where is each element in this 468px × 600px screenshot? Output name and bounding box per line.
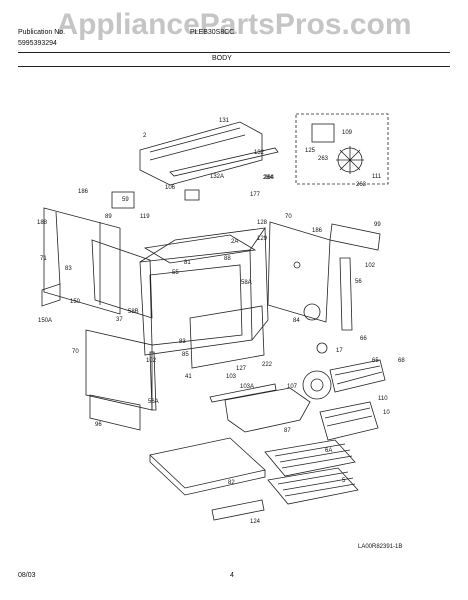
part-label: 59 [122, 197, 129, 203]
part-label: 2 [143, 133, 147, 139]
front-bar [209, 383, 277, 403]
part-label: 58A [241, 280, 252, 286]
part-label: 103 [226, 374, 237, 380]
part-label: 58B [128, 309, 139, 315]
part-label: 124 [250, 519, 261, 525]
part-label: 109 [342, 130, 353, 136]
part-label: 110 [378, 396, 388, 402]
part-label: 82 [228, 480, 235, 486]
part-label: 5 [342, 478, 346, 484]
part-label: 263 [318, 156, 329, 162]
part-label: 284 [263, 175, 274, 181]
section-title: BODY [212, 55, 232, 62]
part-label: 150A [38, 318, 52, 324]
part-label: 107 [287, 384, 298, 390]
part-label: 87 [284, 428, 291, 434]
part-label: 83 [179, 339, 186, 345]
part-label: 186 [312, 228, 323, 234]
part-label: 150 [70, 299, 81, 305]
part-label: 111 [372, 174, 382, 180]
part-label: 119 [140, 214, 150, 220]
inset-box [295, 113, 389, 185]
part-label: 96 [95, 422, 102, 428]
rear-cover [89, 394, 141, 431]
rear-strip [329, 223, 381, 251]
broil-pan [319, 401, 379, 441]
part-label: 85 [182, 352, 189, 358]
part-label: 128 [257, 220, 268, 226]
part-label: 56A [148, 399, 159, 405]
part-label: 55 [172, 270, 179, 276]
vent-strip [169, 147, 279, 177]
part-label: 56 [355, 279, 362, 285]
bracket-150 [41, 283, 61, 307]
part-label: 186 [78, 189, 89, 195]
section-rule [18, 66, 450, 67]
front-trim [211, 499, 265, 521]
part-label: 6A [325, 448, 332, 454]
part-label: 68 [398, 358, 405, 364]
oven-rack-1 [264, 439, 356, 477]
part-label: 222 [262, 362, 273, 368]
part-label: 188 [37, 220, 48, 226]
part-label: 41 [185, 374, 192, 380]
broil-element [329, 359, 386, 393]
header-rule [18, 52, 450, 53]
part-label: 127 [236, 366, 247, 372]
bottom-left-panel [85, 329, 153, 411]
part-label: 264 [264, 175, 275, 181]
part-label: 65 [372, 358, 379, 364]
part-label: 37 [116, 317, 123, 323]
part-label: 10 [383, 410, 390, 416]
convection-fan [302, 370, 332, 400]
insulation-left [91, 239, 153, 319]
bake-element [224, 387, 311, 433]
oven-rack-2 [267, 467, 359, 505]
part-label: 17 [336, 348, 343, 354]
diagram-code: LA00R82391-1B [358, 544, 402, 550]
top-cover [143, 234, 257, 264]
part-label: 129 [257, 236, 268, 242]
part-label: 103A [240, 384, 254, 390]
part-label: 70 [72, 349, 79, 355]
part-label: 132A [210, 174, 224, 180]
vent-duct [139, 121, 263, 186]
part-label: 70 [285, 214, 292, 220]
part-label: 177 [250, 192, 261, 198]
control-box [184, 189, 200, 201]
part-label: 263 [356, 182, 367, 188]
door-frame [189, 305, 265, 369]
part-label: 132 [254, 150, 265, 156]
part-label: 89 [105, 214, 112, 220]
part-label: 125 [305, 148, 316, 154]
part-label: 71 [40, 256, 47, 262]
part-label: 102 [146, 358, 157, 364]
part-label: 81 [184, 260, 191, 266]
part-label: 83 [65, 266, 72, 272]
publication-label: Publication No. [18, 29, 66, 36]
right-side-panel [267, 221, 331, 323]
part-label: 102 [365, 263, 376, 269]
publication-number: 5995393294 [18, 40, 57, 47]
part-label: 88 [224, 256, 231, 262]
part-label: 66 [360, 336, 367, 342]
watermark: AppliancePartsPros.com [56, 8, 412, 41]
part-label: 131 [219, 118, 230, 124]
left-side-panel [43, 207, 121, 315]
footer-date: 08/03 [18, 572, 36, 579]
part-label: 106 [165, 185, 176, 191]
footer-page: 4 [230, 572, 234, 579]
part-label: 99 [374, 222, 381, 228]
part-label: 84 [293, 318, 300, 324]
model-number: PLEB30S8CC [190, 29, 235, 36]
part-label: 2A [231, 239, 238, 245]
